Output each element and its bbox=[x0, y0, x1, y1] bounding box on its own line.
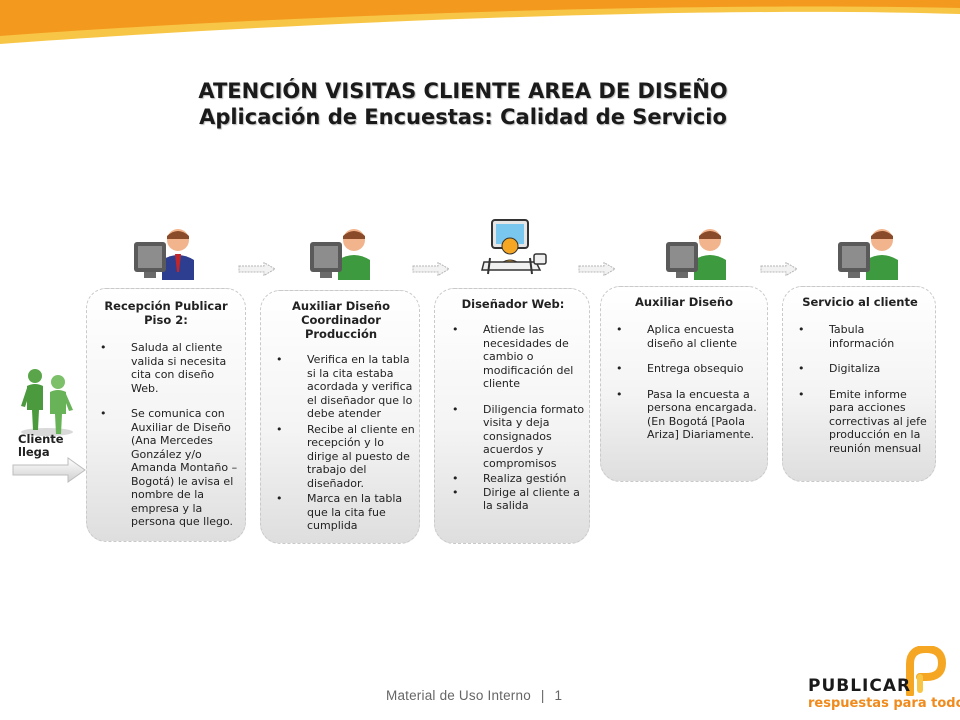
person-at-computer-icon bbox=[134, 229, 194, 280]
list-item: Diligencia formato visita y deja consign… bbox=[452, 403, 587, 471]
page-number: 1 bbox=[554, 688, 563, 703]
logo-tagline: respuestas para todos bbox=[808, 696, 960, 711]
client-label: Cliente llega bbox=[18, 432, 64, 459]
flow-arrow-icon bbox=[238, 262, 276, 276]
list-item: Emite informe para acciones correctivas … bbox=[798, 388, 933, 456]
step-box-coordinador: Auxiliar Diseño Coordinador Producción V… bbox=[260, 290, 420, 544]
page-subtitle: Aplicación de Encuestas: Calidad de Serv… bbox=[199, 105, 727, 129]
step-list: Saluda al cliente valida si necesita cit… bbox=[93, 341, 239, 529]
publicar-logo: PUBLICAR respuestas para todos bbox=[804, 646, 960, 716]
step-title: Auxiliar Diseño bbox=[635, 295, 733, 309]
step-box-servicio: Servicio al cliente Tabula información D… bbox=[782, 286, 936, 482]
person-at-computer-icon bbox=[666, 229, 726, 280]
list-item: Dirige al cliente a la salida bbox=[452, 486, 587, 513]
step-title: Diseñador Web: bbox=[461, 297, 565, 311]
logo-name: PUBLICAR bbox=[808, 676, 912, 696]
person-at-computer-icon bbox=[310, 229, 370, 280]
title-block: ATENCIÓN VISITAS CLIENTE AREA DE DISEÑO … bbox=[0, 78, 926, 130]
flow-arrow-icon bbox=[412, 262, 450, 276]
list-item: Recibe al cliente en recepción y lo diri… bbox=[276, 423, 417, 491]
step-title: Recepción Publicar Piso 2: bbox=[104, 299, 228, 327]
list-item: Pasa la encuesta a persona encargada. (E… bbox=[616, 388, 763, 442]
client-arrow-icon bbox=[12, 457, 86, 483]
step-list: Tabula información Digitaliza Emite info… bbox=[787, 323, 933, 455]
step-box-disenador: Diseñador Web: Atiende las necesidades d… bbox=[434, 288, 590, 544]
person-at-computer-icon bbox=[838, 229, 898, 280]
footer-label: Material de Uso Interno bbox=[386, 688, 531, 703]
list-item: Se comunica con Auxiliar de Diseño (Ana … bbox=[100, 407, 239, 529]
list-item: Marca en la tabla que la cita fue cumpli… bbox=[276, 492, 417, 533]
step-list: Atiende las necesidades de cambio o modi… bbox=[439, 323, 587, 513]
flow-arrow-icon bbox=[578, 262, 616, 276]
logo-mark-icon bbox=[906, 646, 946, 696]
web-designer-icon bbox=[481, 219, 547, 275]
step-list: Aplica encuesta diseño al cliente Entreg… bbox=[605, 323, 763, 442]
footer: Material de Uso Interno | 1 bbox=[386, 688, 562, 703]
list-item: Verifica en la tabla si la cita estaba a… bbox=[276, 353, 417, 421]
list-item: Entrega obsequio bbox=[616, 362, 763, 376]
list-item: Aplica encuesta diseño al cliente bbox=[616, 323, 763, 350]
list-item: Saluda al cliente valida si necesita cit… bbox=[100, 341, 239, 395]
flow-arrow-icon bbox=[760, 262, 798, 276]
header-swoosh bbox=[0, 0, 960, 44]
list-item: Digitaliza bbox=[798, 362, 933, 376]
step-title: Auxiliar Diseño Coordinador Producción bbox=[292, 299, 390, 341]
footer-separator: | bbox=[540, 688, 545, 703]
step-title: Servicio al cliente bbox=[802, 295, 918, 309]
list-item: Tabula información bbox=[798, 323, 933, 350]
step-list: Verifica en la tabla si la cita estaba a… bbox=[265, 353, 417, 533]
list-item: Atiende las necesidades de cambio o modi… bbox=[452, 323, 587, 391]
page-title: ATENCIÓN VISITAS CLIENTE AREA DE DISEÑO bbox=[198, 79, 728, 103]
list-item: Realiza gestión bbox=[452, 472, 587, 486]
two-people-icon bbox=[21, 369, 73, 436]
step-box-recepcion: Recepción Publicar Piso 2: Saluda al cli… bbox=[86, 288, 246, 542]
step-box-auxiliar: Auxiliar Diseño Aplica encuesta diseño a… bbox=[600, 286, 768, 482]
